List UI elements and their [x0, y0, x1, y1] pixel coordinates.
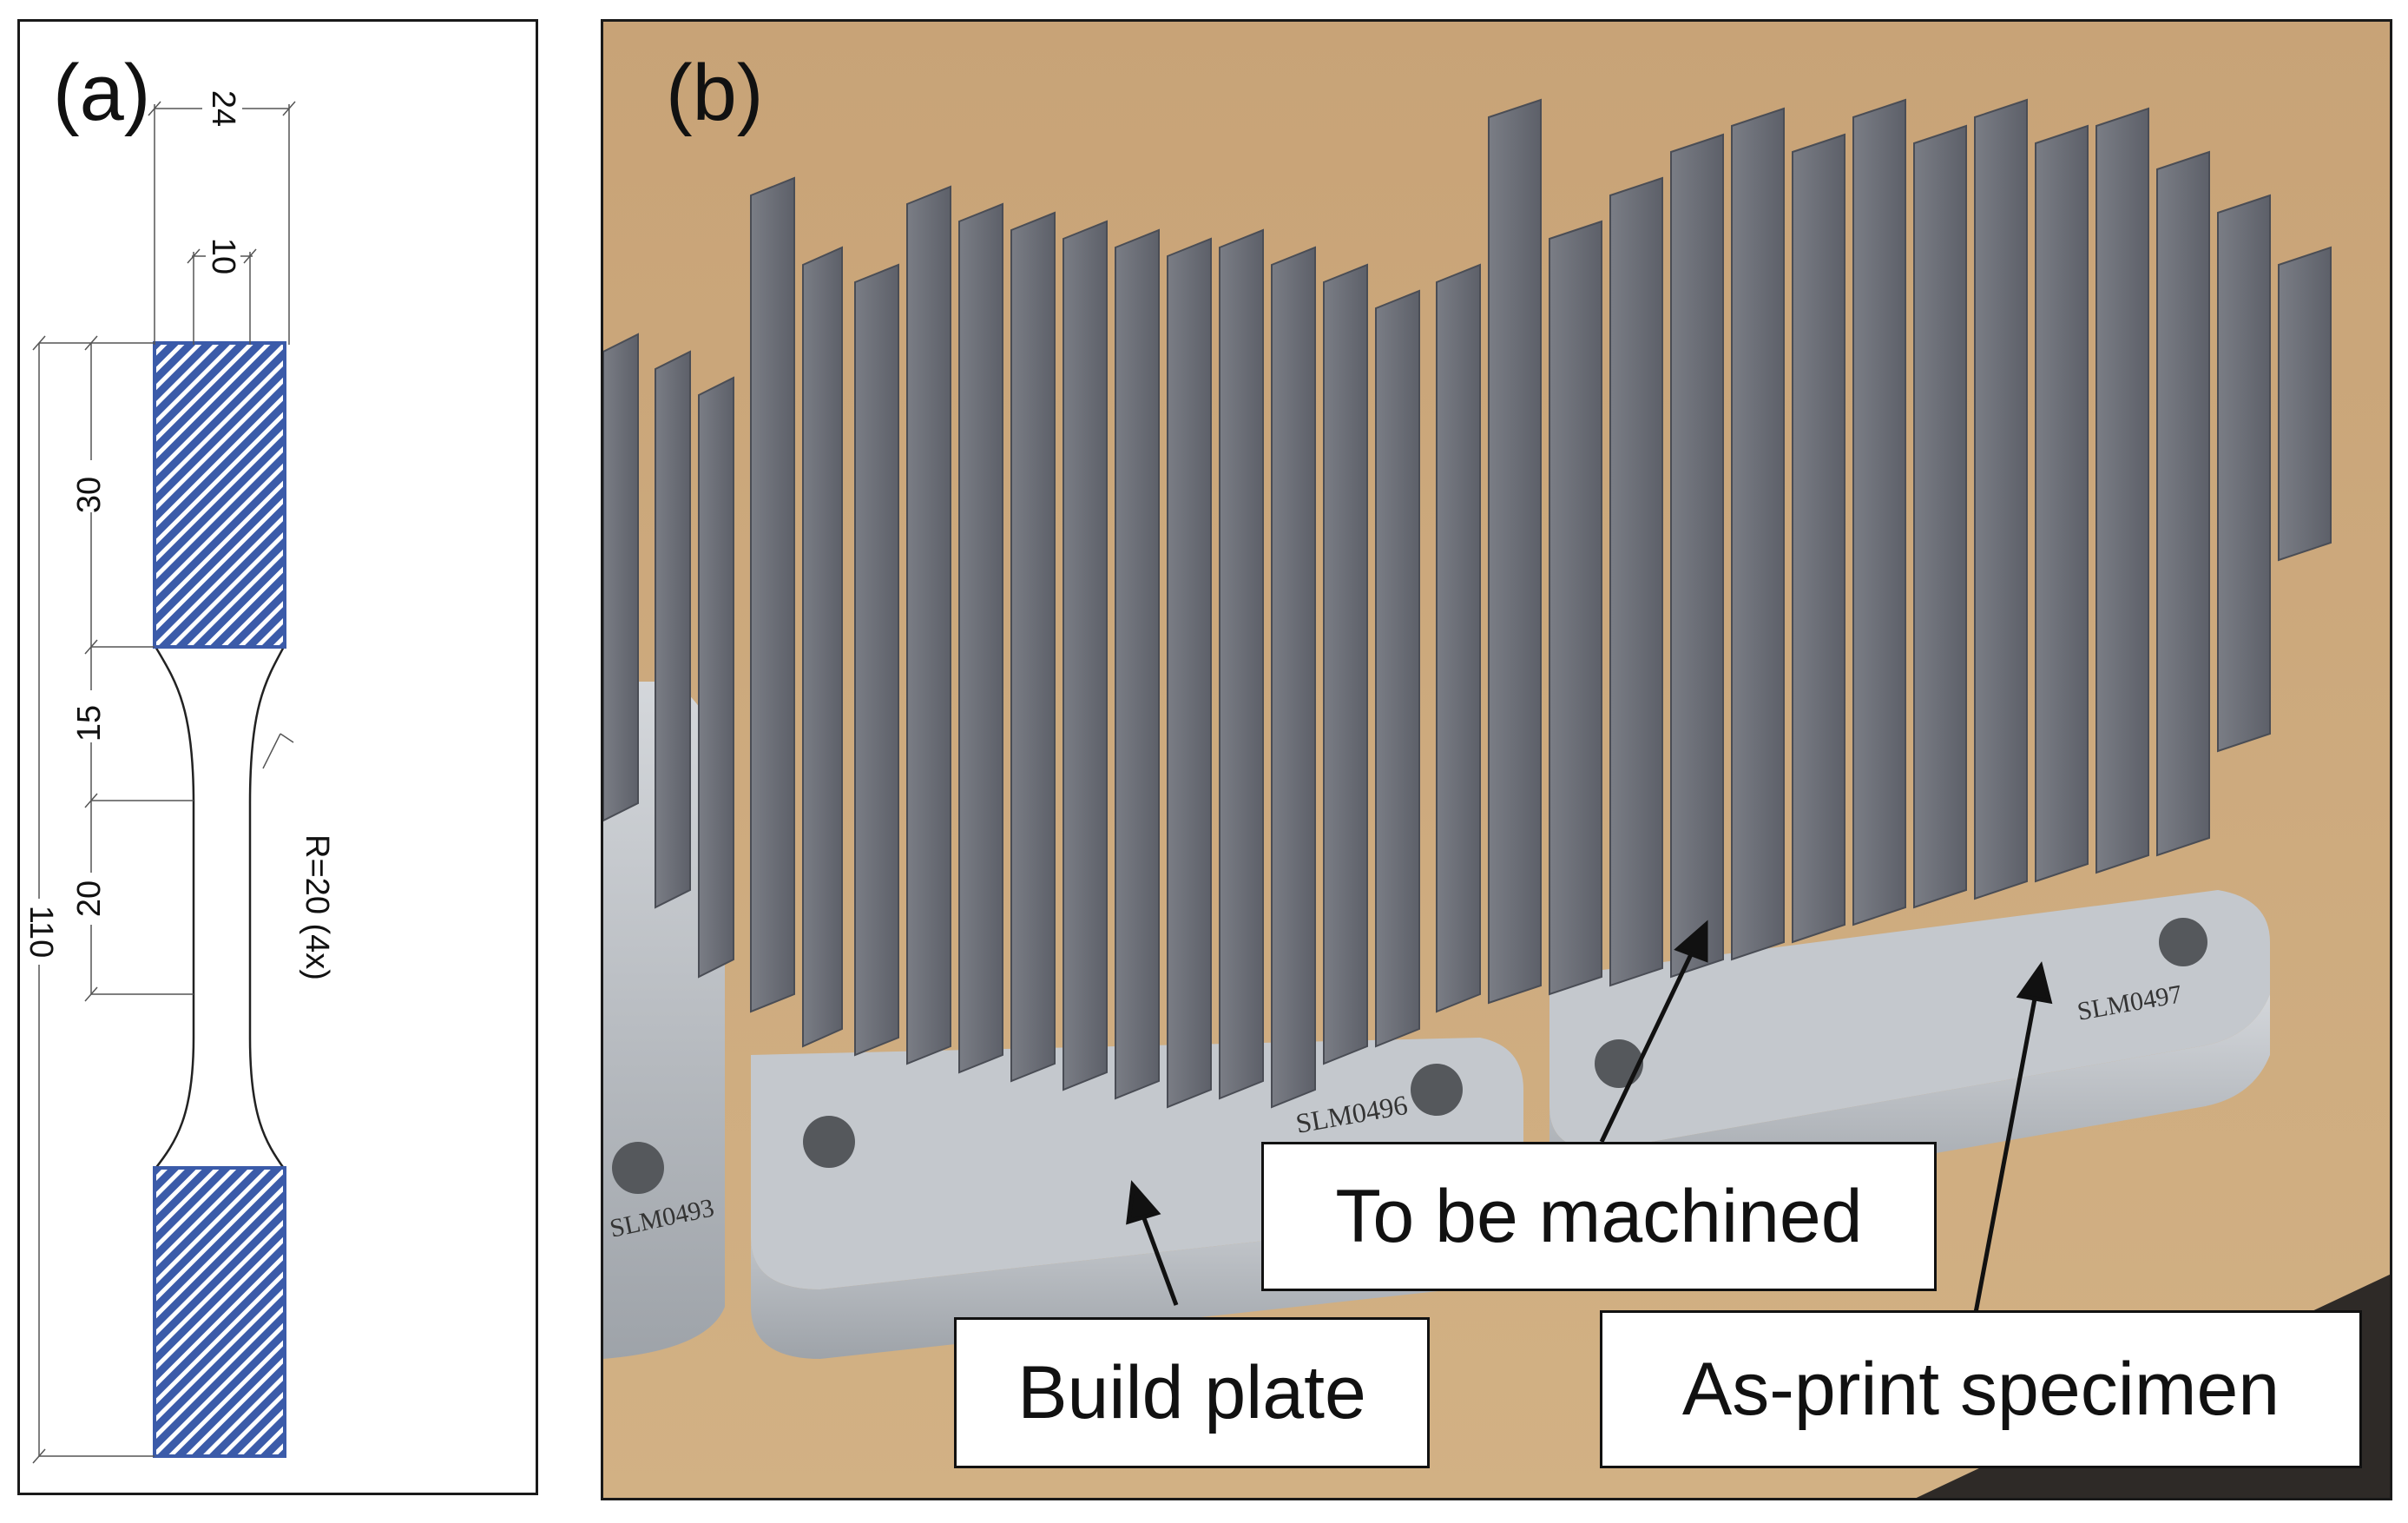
panel-a-technical-drawing: (a) [17, 19, 538, 1495]
panel-a-label: (a) [53, 49, 151, 137]
panel-b-photo: SLM0493 SLM0496 SLM0497 [601, 19, 2392, 1500]
specimens-middle-plate [603, 176, 1420, 1109]
callout-to-be-machined: To be machined [1261, 1142, 1937, 1291]
dim-label-20: 20 [71, 880, 108, 917]
dim-label-radius: R=20 (4x) [299, 834, 335, 980]
build-plates-illustration: SLM0493 SLM0496 SLM0497 [603, 22, 2390, 1498]
dim-label-30: 30 [71, 477, 108, 513]
dim-label-15: 15 [71, 705, 108, 742]
panel-b-label: (b) [666, 49, 764, 137]
specimen-outline [153, 345, 286, 1456]
lower-grip-hatched [153, 1166, 286, 1458]
dim-label-110: 110 [23, 906, 59, 959]
specimens-right-plate [1436, 98, 2332, 1013]
specimen-drawing: 24 10 30 15 20 110 R=20 (4x) [23, 84, 335, 1464]
build-plate-left: SLM0493 [603, 682, 725, 1359]
callout-build-plate: Build plate [954, 1317, 1430, 1468]
callout-arrows [1126, 920, 2053, 1318]
upper-grip-hatched [153, 341, 286, 649]
dim-label-10: 10 [205, 238, 241, 274]
callout-as-print-specimen: As-print specimen [1600, 1310, 2362, 1468]
dim-grip-width [148, 101, 296, 345]
dim-gauge-width [187, 248, 257, 345]
dim-label-24: 24 [205, 90, 241, 127]
